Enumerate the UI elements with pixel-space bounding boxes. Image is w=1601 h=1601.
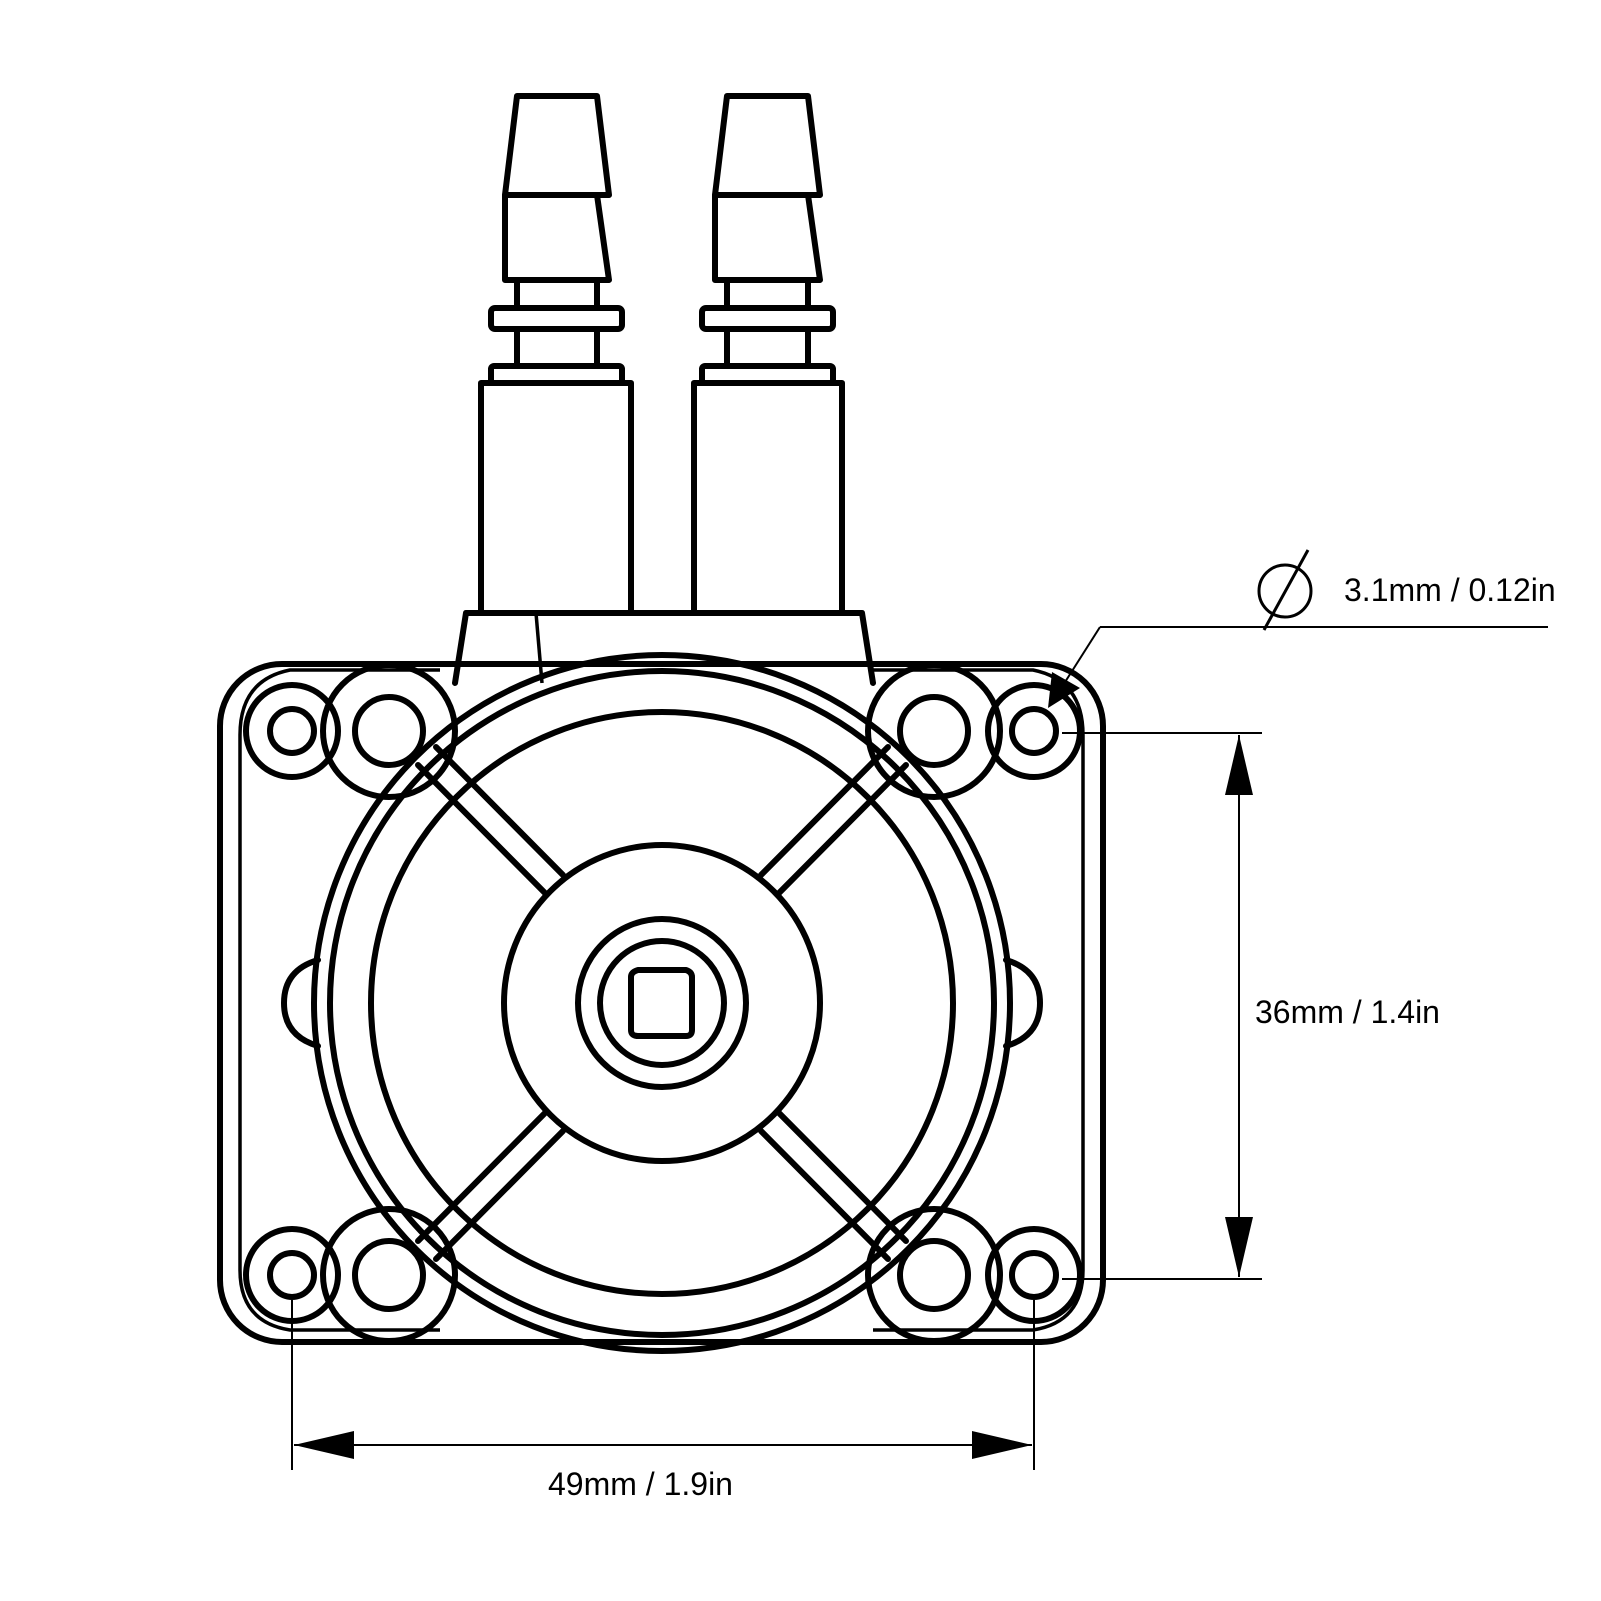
height-dimension-label: 36mm / 1.4in <box>1255 994 1440 1030</box>
hole-diameter-label: 3.1mm / 0.12in <box>1344 572 1556 608</box>
screw-bosses <box>320 662 1003 1344</box>
pump-housing <box>311 652 1013 1354</box>
right-nozzle <box>691 93 845 616</box>
side-bumps <box>281 957 1043 1049</box>
height-dimension <box>1062 732 1262 1280</box>
diameter-dimension <box>1048 549 1548 708</box>
pump-body <box>217 661 1106 1345</box>
diagonal-struts <box>415 744 909 1262</box>
width-dimension-label: 49mm / 1.9in <box>548 1466 733 1502</box>
left-nozzle <box>478 93 634 616</box>
central-hub <box>501 842 823 1164</box>
mounting-flange <box>238 668 1085 1332</box>
diameter-symbol-icon <box>1257 549 1313 631</box>
width-dimension <box>291 1300 1035 1470</box>
pump-neck <box>452 610 876 686</box>
